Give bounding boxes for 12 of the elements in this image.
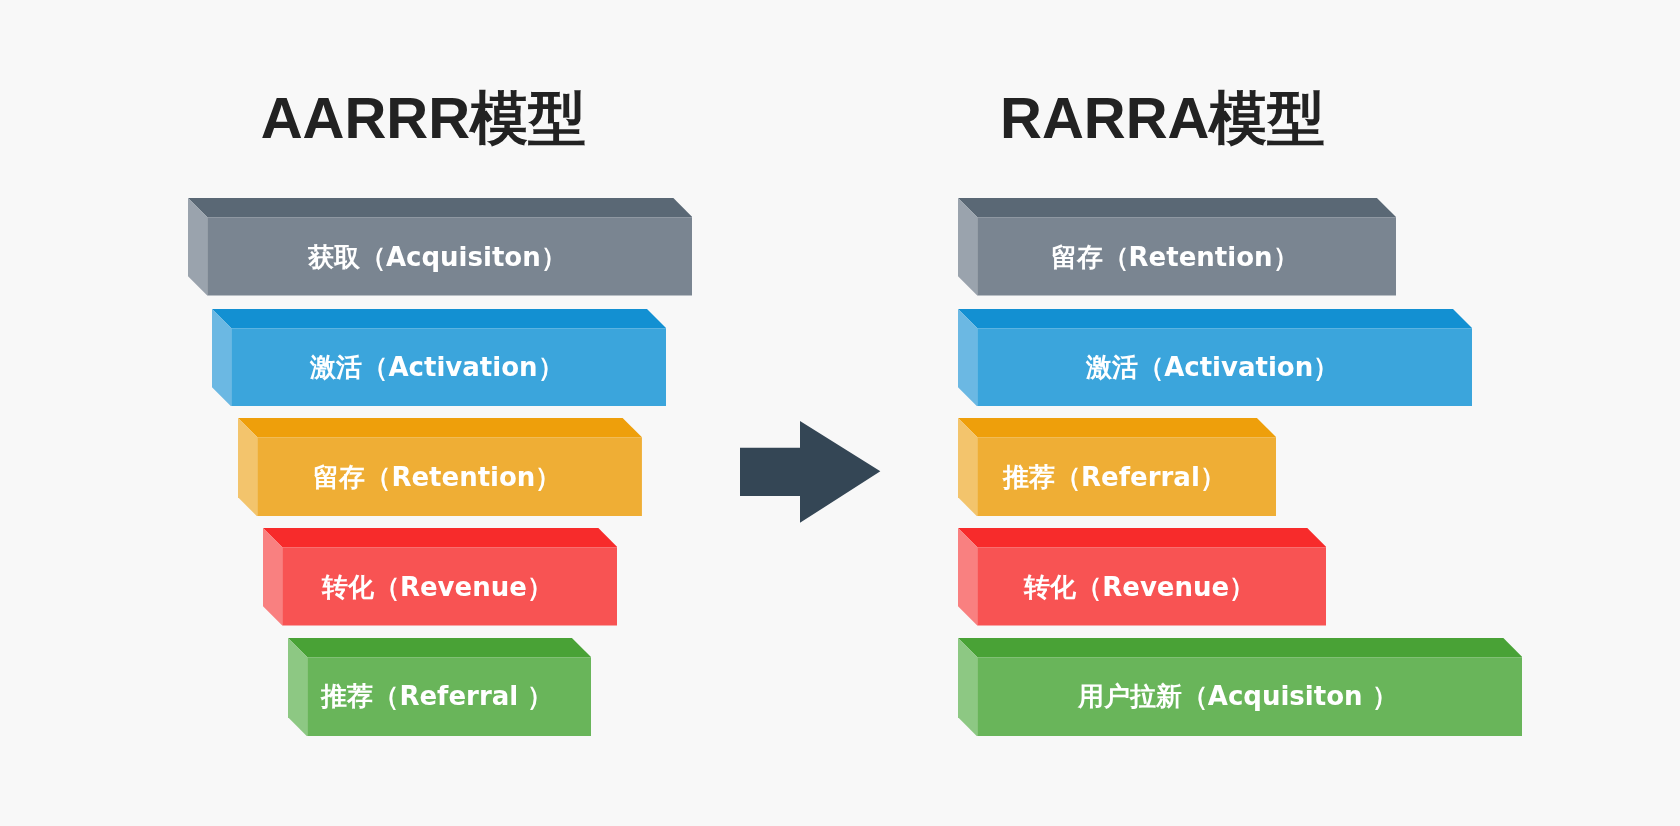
bar-label: 留存（Retention） [1050, 243, 1299, 270]
heading: AARRR模型 [260, 88, 587, 147]
bar-label: 激活（Activation） [1086, 353, 1340, 380]
bar-label: 留存（Retention） [313, 463, 562, 490]
heading: RARRA模型 [1000, 88, 1326, 147]
bar-label: 转化（Revenue） [321, 573, 553, 600]
bar-label: 转化（Revenue） [1024, 573, 1256, 600]
bar-label: 获取（Acquisiton） [307, 243, 567, 270]
bar-label: 激活（Activation） [310, 353, 564, 380]
bar-label: 推荐（Referral） [1003, 463, 1226, 490]
bar-label: 用户拉新（Acquisiton ） [1077, 683, 1398, 710]
bar-label: 推荐（Referral ） [321, 683, 554, 710]
